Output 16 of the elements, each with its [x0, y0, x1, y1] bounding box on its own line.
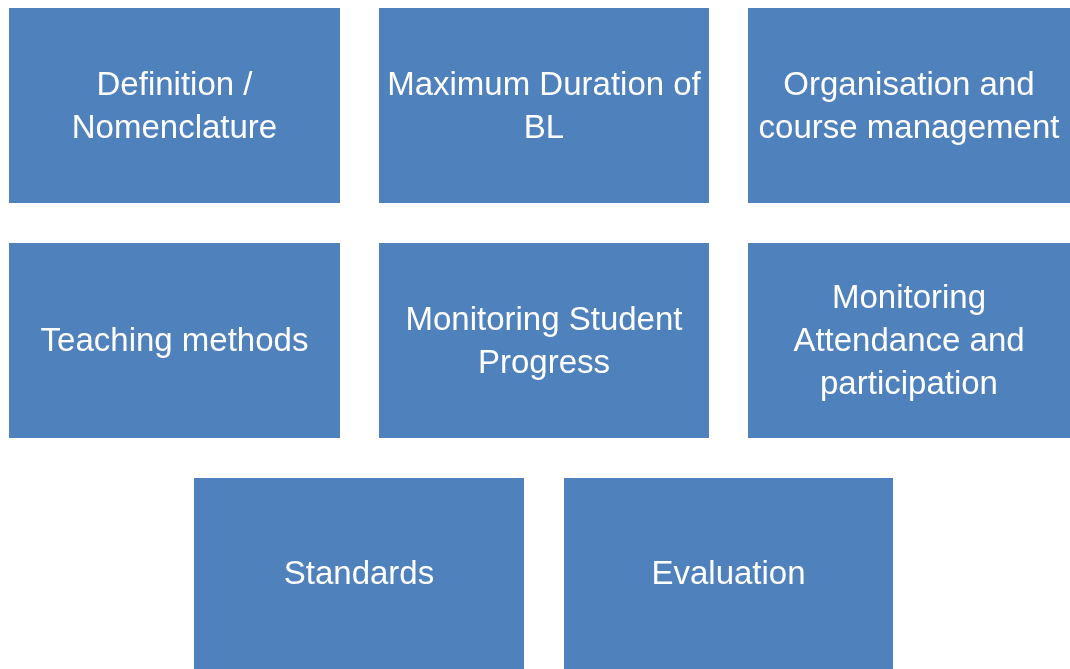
topic-box: [9, 243, 340, 438]
topic-label: Definition / Nomenclature: [70, 63, 279, 147]
topic-box: [379, 8, 709, 203]
topic-box: [748, 243, 1070, 438]
topic-label: Monitoring Attendance and participation: [792, 277, 1026, 403]
topic-box: [194, 478, 524, 669]
topic-label: Evaluation: [651, 553, 806, 594]
topic-label: Organisation and course management: [757, 63, 1061, 147]
topic-box: [748, 8, 1070, 203]
topic-label: Maximum Duration of BL: [387, 63, 701, 147]
topic-label: Teaching methods: [40, 320, 309, 361]
topic-box: [564, 478, 893, 669]
topic-label: Monitoring Student Progress: [404, 298, 684, 382]
topic-label: Standards: [283, 553, 435, 594]
topic-box: [9, 8, 340, 203]
topic-box: [379, 243, 709, 438]
